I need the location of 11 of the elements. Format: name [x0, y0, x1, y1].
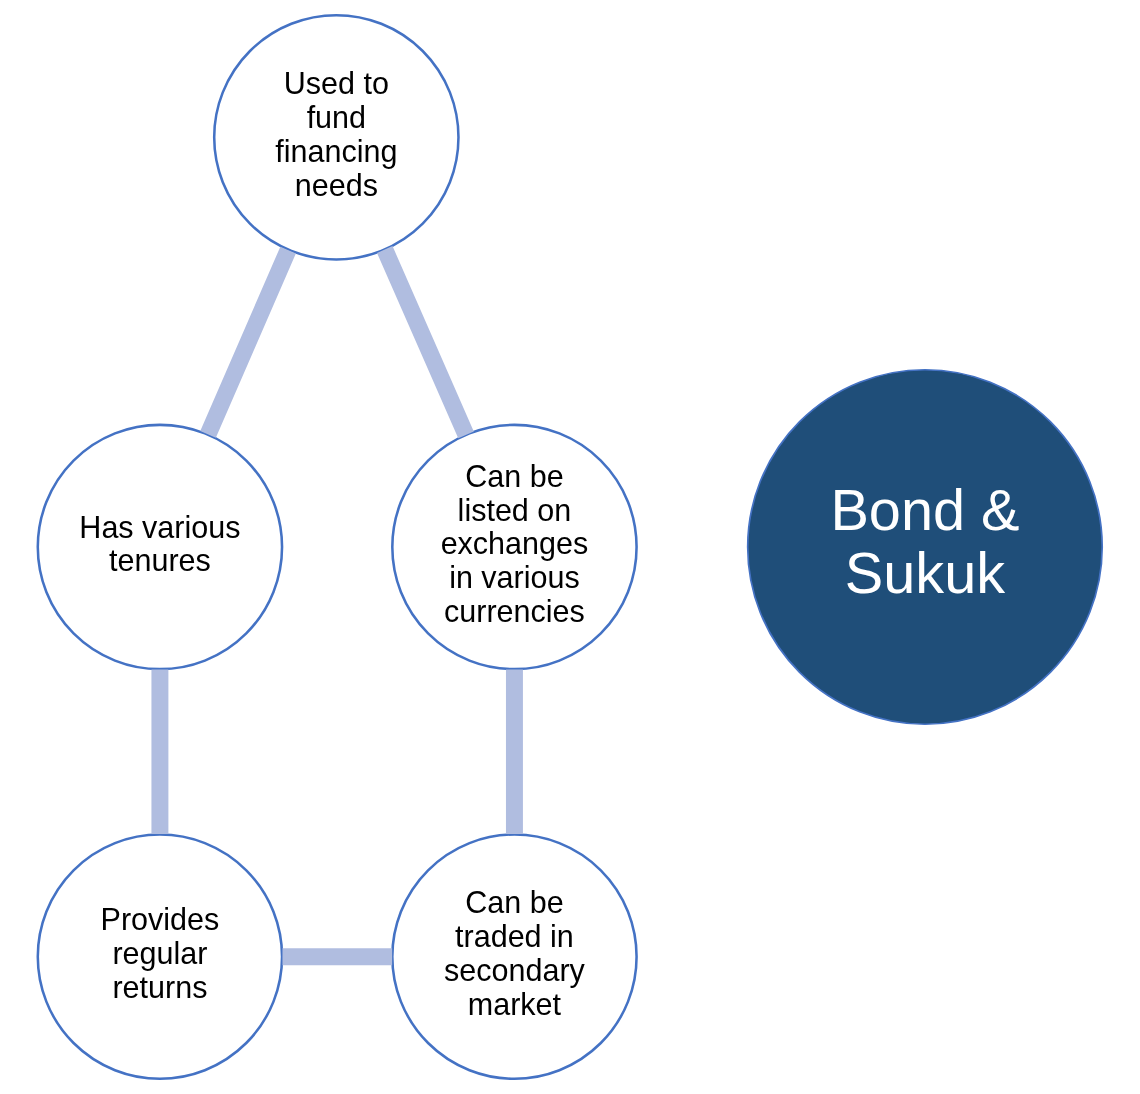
node-circle: Bond & Sukuk [746, 368, 1104, 726]
connector [151, 669, 169, 834]
node-circle: Has various tenures [36, 423, 284, 671]
connector [282, 948, 393, 966]
node-circle: Provides regular returns [36, 833, 284, 1081]
connector [505, 669, 523, 834]
connector [377, 246, 474, 439]
node-circle: Can be traded in secondary market [391, 833, 638, 1081]
connector [200, 246, 296, 438]
node-circle: Used to fund financing needs [212, 13, 460, 261]
node-circle: Can be listed on exchanges in various currencies [391, 423, 638, 671]
